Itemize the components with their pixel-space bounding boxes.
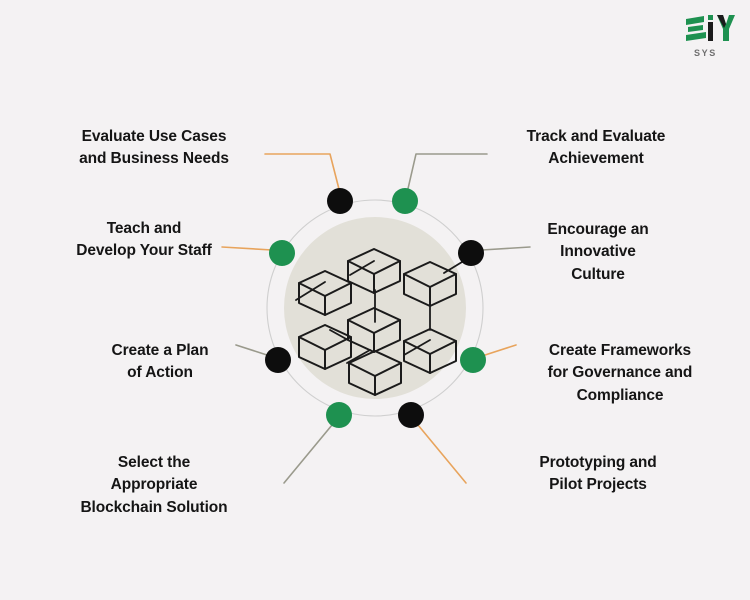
cube-left	[298, 270, 352, 316]
label-line: Culture	[571, 265, 625, 283]
logo-subtext: SYS	[694, 48, 717, 58]
label-line: Select the	[117, 454, 191, 471]
node-track-evaluate-achievement[interactable]	[392, 188, 418, 214]
outer-ring	[266, 199, 484, 417]
label-line: Pilot Projects	[549, 476, 647, 494]
cube-bottom-left	[298, 324, 352, 370]
label-line: Prototyping and	[539, 454, 657, 471]
label-line: Teach and	[106, 220, 182, 237]
connector-evaluate-use-cases	[264, 153, 341, 194]
node-create-frameworks-governance[interactable]	[460, 347, 486, 373]
connector-track-evaluate	[406, 153, 488, 194]
connector-prototyping-pilot	[417, 424, 467, 484]
node-teach-develop-staff[interactable]	[269, 240, 295, 266]
label-line: Create Frameworks	[548, 342, 692, 359]
label-line: Develop Your Staff	[76, 242, 212, 260]
label-line: of Action	[127, 364, 193, 382]
node-prototyping-pilot-projects[interactable]	[398, 402, 424, 428]
label-evaluate-use-cases: Evaluate Use Cases and Business Needs	[40, 126, 268, 171]
label-create-plan-of-action: Create a Plan of Action	[60, 340, 260, 385]
label-line: Blockchain Solution	[80, 498, 228, 516]
cube-right-lower	[403, 328, 457, 374]
node-evaluate-use-cases[interactable]	[327, 188, 353, 214]
label-prototyping-pilot-projects: Prototyping and Pilot Projects	[490, 452, 706, 497]
label-line: Track and Evaluate	[526, 128, 666, 145]
label-line: Achievement	[548, 150, 644, 168]
label-line: and Business Needs	[79, 150, 229, 168]
cube-top-center	[347, 248, 401, 294]
node-select-blockchain-solution[interactable]	[326, 402, 352, 428]
node-encourage-innovative-culture[interactable]	[458, 240, 484, 266]
eiy-sys-logo[interactable]: SYS	[684, 14, 736, 62]
eiy-logo-mark	[686, 15, 735, 41]
label-line: Compliance	[576, 386, 664, 404]
label-line: Evaluate Use Cases	[81, 128, 227, 145]
label-encourage-innovative-culture: Encourage an Innovative Culture	[500, 219, 696, 286]
cube-bottom-center	[348, 350, 402, 396]
blockchain-network-icon	[295, 248, 463, 396]
connector-create-plan-of-action	[235, 344, 271, 357]
connector-select-blockchain-solution	[283, 424, 333, 484]
connector-lines	[221, 153, 531, 484]
cube-right-upper	[403, 261, 457, 307]
label-line: for Governance and	[547, 364, 693, 382]
label-select-blockchain-solution: Select the Appropriate Blockchain Soluti…	[40, 452, 268, 519]
label-create-frameworks-governance: Create Frameworks for Governance and Com…	[512, 340, 728, 407]
label-teach-develop-staff: Teach and Develop Your Staff	[30, 218, 258, 263]
label-line: Create a Plan	[111, 342, 209, 359]
node-create-plan-of-action[interactable]	[265, 347, 291, 373]
connector-encourage-innovative	[481, 246, 531, 251]
connector-teach-develop-staff	[221, 246, 273, 251]
label-line: Encourage an	[547, 221, 649, 238]
connector-create-frameworks	[481, 344, 517, 357]
label-track-evaluate-achievement: Track and Evaluate Achievement	[488, 126, 704, 171]
label-line: Innovative	[560, 243, 636, 261]
label-line: Appropriate	[110, 476, 198, 494]
